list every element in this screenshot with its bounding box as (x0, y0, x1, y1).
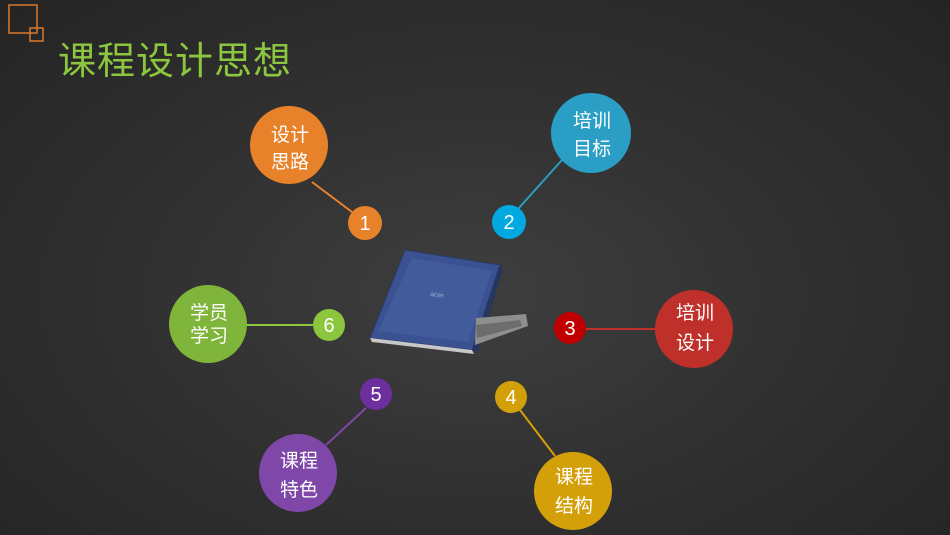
node-5-label-line2: 特色 (280, 479, 318, 501)
node-2-number-circle (492, 205, 526, 239)
node-4-label-line1: 课程 (555, 466, 593, 488)
node-3-circle (655, 290, 733, 368)
node-3-label-line1: 培训 (676, 302, 714, 324)
node-6-label-line1: 学员 (190, 302, 228, 324)
node-6-circle (169, 285, 247, 363)
node-2-label-line1: 培训 (573, 110, 611, 132)
node-1-number: 1 (359, 213, 370, 235)
corner-decoration (8, 4, 44, 42)
node-6-number: 6 (323, 315, 334, 337)
node-4-number-circle (495, 381, 527, 413)
connector-1 (311, 181, 353, 213)
node-6-label-line2: 学习 (190, 325, 228, 347)
node-2-circle (551, 93, 631, 173)
node-5-number-circle (360, 378, 392, 410)
node-1-circle (250, 106, 328, 184)
node-5-number: 5 (370, 384, 381, 406)
connector-4 (519, 409, 556, 457)
laptop-image: acer (369, 249, 528, 354)
node-5-label-line1: 课程 (280, 450, 318, 472)
node-3-label-line2: 设计 (676, 332, 714, 354)
node-4-circle (534, 452, 612, 530)
svg-text:acer: acer (430, 291, 445, 300)
node-3-number: 3 (564, 318, 575, 340)
node-5-circle (259, 434, 337, 512)
node-4-number: 4 (505, 387, 516, 409)
node-1-number-circle (348, 206, 382, 240)
node-6-number-circle (313, 309, 345, 341)
node-1-label-line2: 思路 (271, 151, 309, 173)
connector-5 (325, 407, 367, 446)
node-2-number: 2 (503, 212, 514, 234)
node-2-label-line2: 目标 (573, 138, 611, 160)
node-4-label-line2: 结构 (555, 495, 593, 517)
node-3-number-circle (554, 312, 586, 344)
node-1-label-line1: 设计 (271, 124, 309, 146)
connector-2 (517, 159, 563, 210)
page-title: 课程设计思想 (58, 39, 293, 83)
